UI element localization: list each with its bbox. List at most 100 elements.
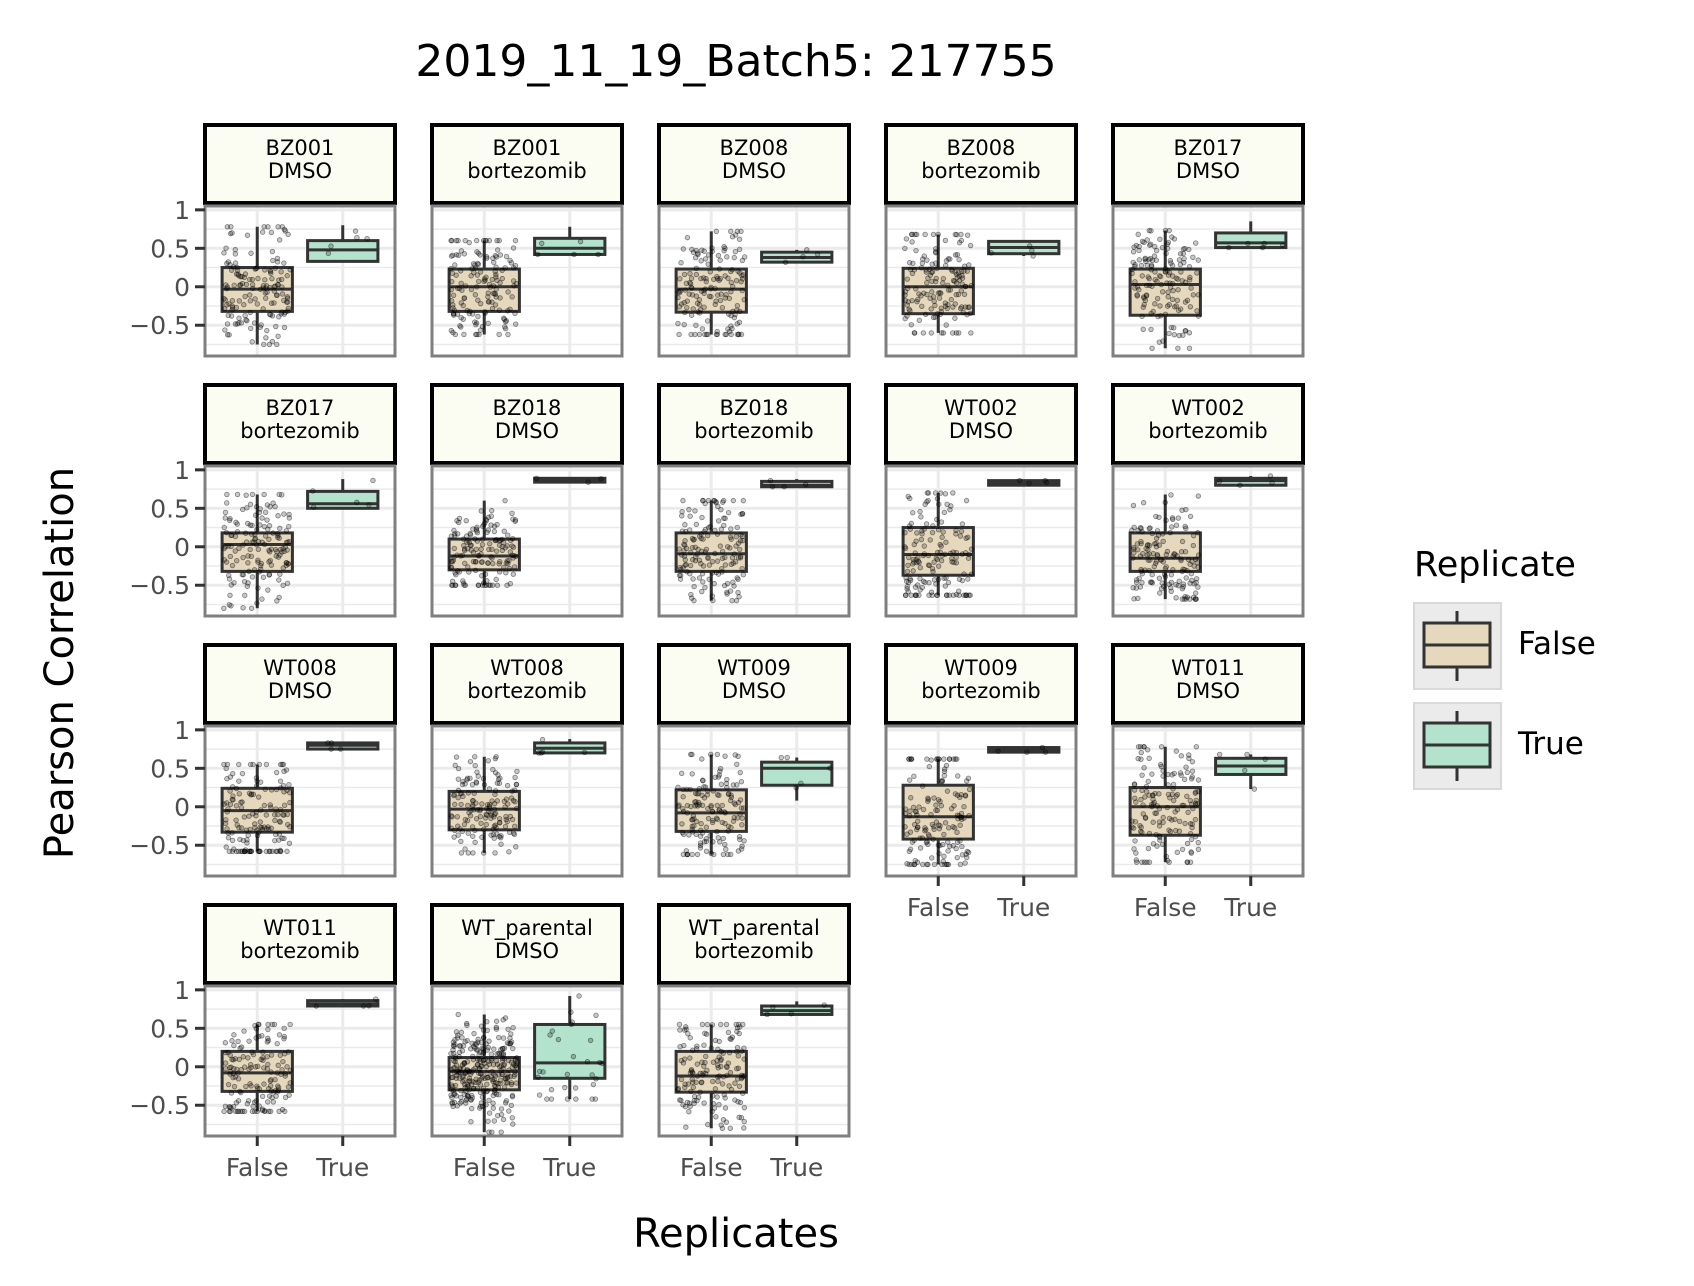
- jitter-point: [911, 330, 918, 336]
- jitter-point: [689, 595, 695, 601]
- jitter-point: [1168, 572, 1175, 578]
- jitter-point: [234, 267, 241, 274]
- jitter-point: [249, 491, 256, 498]
- jitter-point: [911, 837, 917, 843]
- jitter-point: [502, 265, 508, 271]
- jitter-point: [713, 500, 719, 506]
- jitter-point: [510, 265, 517, 271]
- jitter-point: [234, 529, 241, 535]
- jitter-point: [1162, 571, 1168, 578]
- x-tick-label: True: [996, 893, 1050, 922]
- jitter-point: [232, 260, 239, 266]
- jitter-point: [281, 548, 287, 555]
- jitter-point: [238, 825, 245, 831]
- jitter-point: [948, 296, 954, 303]
- jitter-point: [692, 544, 698, 550]
- jitter-point: [486, 805, 493, 811]
- jitter-point: [261, 1108, 268, 1115]
- jitter-point: [705, 788, 711, 794]
- jitter-point: [248, 792, 254, 798]
- jitter-point: [1261, 240, 1268, 247]
- jitter-point: [487, 801, 493, 808]
- jitter-point: [458, 850, 465, 856]
- jitter-point: [694, 851, 701, 858]
- jitter-point: [462, 1069, 469, 1075]
- jitter-point: [459, 552, 466, 559]
- jitter-point: [1179, 568, 1186, 575]
- jitter-point: [1170, 567, 1176, 573]
- jitter-point: [455, 823, 461, 829]
- jitter-point: [736, 1114, 742, 1121]
- jitter-point: [463, 533, 470, 539]
- jitter-point: [257, 824, 263, 830]
- jitter-point: [936, 850, 942, 857]
- jitter-point: [725, 326, 731, 332]
- jitter-point: [692, 803, 698, 809]
- jitter-point: [503, 813, 509, 820]
- jitter-point: [239, 571, 246, 578]
- jitter-point: [483, 1102, 489, 1108]
- jitter-point: [287, 1021, 293, 1028]
- jitter-point: [954, 274, 960, 281]
- jitter-point: [228, 313, 235, 319]
- jitter-point: [471, 790, 477, 796]
- jitter-point: [448, 825, 455, 831]
- y-tick-label: 0.5: [150, 754, 190, 783]
- jitter-point: [228, 532, 234, 539]
- jitter-point: [728, 851, 734, 858]
- jitter-point: [265, 1021, 271, 1028]
- jitter-point: [720, 497, 727, 504]
- jitter-point: [481, 522, 487, 528]
- jitter-point: [714, 276, 721, 282]
- jitter-point: [479, 582, 486, 588]
- jitter-point: [702, 286, 709, 292]
- jitter-point: [222, 1060, 229, 1066]
- jitter-point: [686, 506, 692, 513]
- jitter-point: [227, 515, 233, 522]
- jitter-point: [800, 254, 806, 260]
- jitter-point: [513, 281, 520, 287]
- jitter-point: [1188, 285, 1194, 291]
- jitter-point: [459, 1062, 466, 1068]
- jitter-point: [1149, 771, 1155, 777]
- jitter-point: [1171, 551, 1177, 557]
- jitter-point: [945, 848, 951, 854]
- jitter-point: [702, 784, 709, 790]
- facet-strip-label-treatment: DMSO: [949, 419, 1013, 443]
- jitter-point: [512, 823, 518, 830]
- jitter-point: [1140, 500, 1147, 506]
- jitter-point: [906, 756, 912, 762]
- jitter-point: [1187, 274, 1193, 281]
- jitter-point: [933, 249, 939, 256]
- jitter-point: [224, 491, 230, 498]
- jitter-point: [589, 1072, 595, 1078]
- jitter-point: [277, 806, 284, 813]
- jitter-point: [725, 275, 731, 281]
- jitter-point: [1169, 296, 1176, 303]
- jitter-point: [461, 1081, 468, 1088]
- facet-strip-label-treatment: bortezomib: [694, 939, 813, 963]
- jitter-point: [461, 331, 467, 338]
- jitter-point: [491, 283, 497, 289]
- jitter-point: [584, 1059, 591, 1065]
- jitter-point: [497, 252, 504, 258]
- jitter-point: [907, 495, 913, 502]
- jitter-point: [266, 848, 273, 855]
- jitter-point: [928, 306, 934, 312]
- jitter-point: [253, 813, 259, 819]
- jitter-point: [236, 761, 242, 768]
- jitter-point: [735, 589, 741, 596]
- facet-strip-label-treatment: DMSO: [268, 679, 332, 703]
- jitter-point: [943, 575, 949, 581]
- x-tick-label: False: [680, 1153, 743, 1182]
- jitter-point: [224, 284, 231, 290]
- jitter-point: [1152, 276, 1158, 283]
- jitter-point: [488, 812, 495, 819]
- jitter-point: [273, 769, 280, 776]
- jitter-point: [1137, 744, 1144, 750]
- jitter-point: [223, 529, 230, 536]
- jitter-point: [479, 1094, 486, 1100]
- jitter-point: [263, 812, 270, 818]
- jitter-point: [1195, 313, 1202, 319]
